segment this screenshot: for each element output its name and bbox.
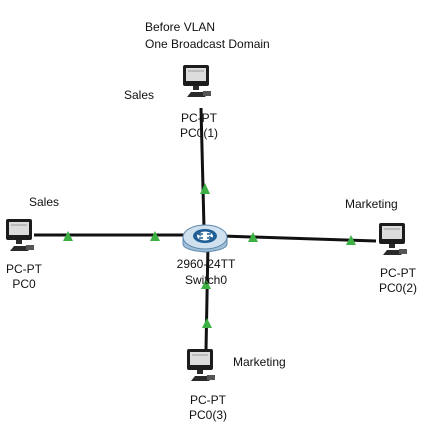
link-up-indicator (248, 232, 258, 242)
pc-type-label: PC-PT (190, 393, 227, 407)
group-label-sales-top: Sales (124, 88, 154, 102)
link-up-indicator (200, 183, 210, 194)
pc-icon[interactable] (183, 65, 211, 97)
link-up-indicator (346, 235, 356, 245)
link-switch-pc0-1[interactable] (199, 107, 206, 229)
annotation-line-1: Before VLAN (145, 20, 215, 34)
group-label-sales-left: Sales (29, 195, 59, 209)
group-label-marketing-right: Marketing (345, 197, 398, 211)
annotation-line-2: One Broadcast Domain (145, 37, 270, 51)
pc-name-label: PC0(2) (379, 281, 417, 295)
link-up-indicator (63, 231, 73, 241)
link-up-indicator (201, 279, 211, 289)
pc-type-label: PC-PT (181, 111, 218, 125)
link-up-indicator (150, 231, 160, 241)
pc-name-label: PC0 (12, 277, 36, 291)
pc-type-label: PC-PT (6, 262, 43, 276)
pc-icon[interactable] (187, 349, 215, 381)
switch-icon[interactable] (182, 224, 228, 253)
link-switch-pc0-3[interactable] (204, 243, 210, 351)
pc-icon[interactable] (379, 223, 407, 255)
switch-model-label: 2960-24TT (177, 257, 236, 271)
pc-type-label: PC-PT (380, 266, 417, 280)
switch-name-label: Switch0 (185, 273, 227, 287)
group-label-marketing-bottom: Marketing (233, 355, 286, 369)
pc-name-label: PC0(1) (180, 126, 218, 140)
link-status-indicators (63, 183, 356, 328)
links (34, 107, 377, 351)
pc-icon[interactable] (6, 219, 34, 251)
pc-name-label: PC0(3) (189, 408, 227, 422)
link-up-indicator (202, 318, 212, 328)
